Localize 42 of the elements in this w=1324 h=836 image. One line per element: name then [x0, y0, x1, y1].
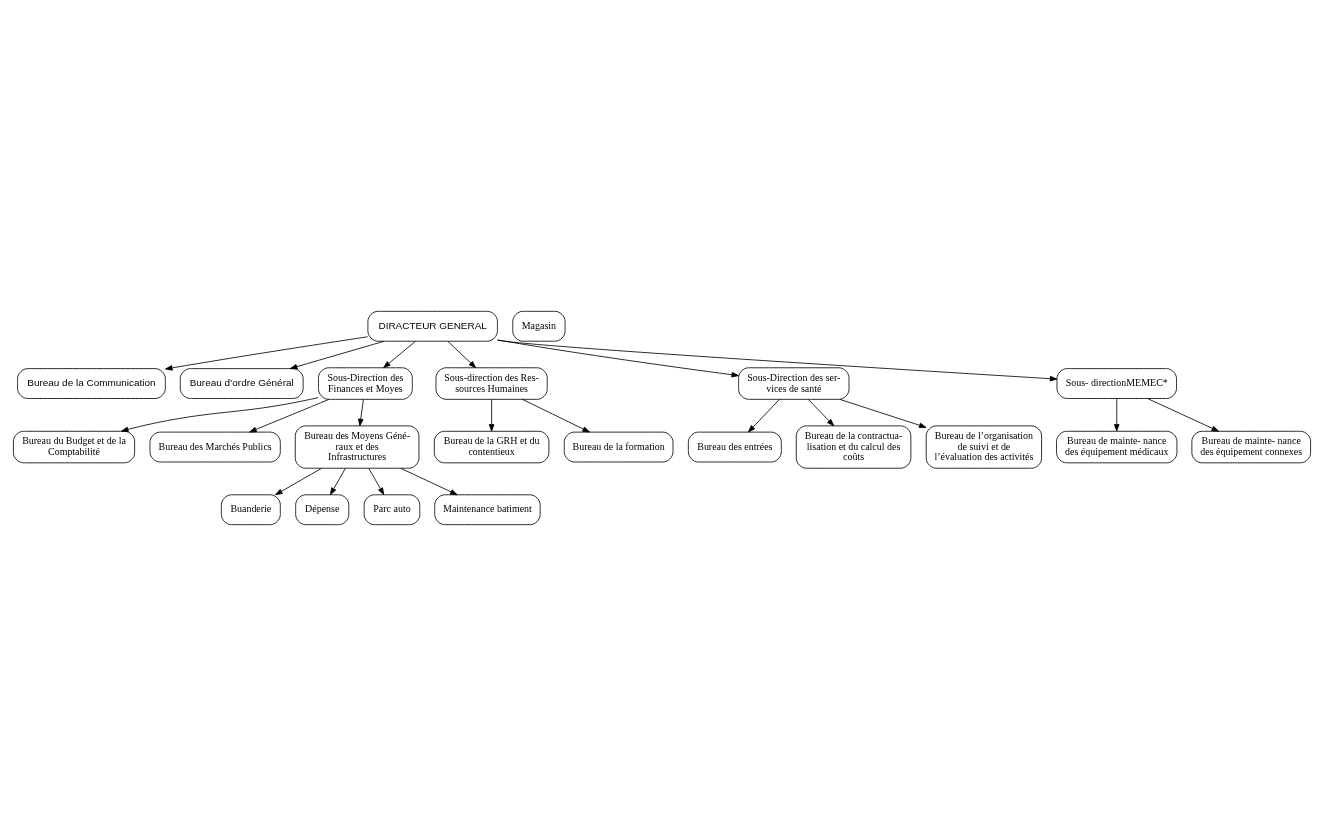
- node-box: Bureau de mainte- nance des équipement connexes: [1191, 430, 1311, 464]
- arrow: [400, 467, 458, 496]
- arrow: [497, 339, 1058, 382]
- arrow: [165, 336, 369, 371]
- arrow: [747, 398, 780, 433]
- node-box: Sous-Direction des ser- vices de santé: [738, 367, 850, 400]
- arrow: [839, 398, 927, 428]
- arrow: [1147, 398, 1220, 432]
- node-box: Bureau de la GRH et du contentieux: [433, 430, 550, 464]
- arrow: [358, 398, 364, 427]
- node-box: Sous-Direction des Finances et Moyes: [318, 367, 413, 400]
- node-box: Bureau des Moyens Géné- raux et des Infrastructures: [294, 425, 420, 469]
- arrow: [121, 397, 319, 433]
- node-box: DIRACTEUR GENERAL: [367, 310, 498, 342]
- arrow: [368, 468, 385, 496]
- node-box: Bureau des Marchés Publics: [149, 431, 281, 463]
- node-box: Sous-direction des Res- sources Humaines: [435, 367, 548, 400]
- arrow: [1114, 398, 1120, 432]
- node-box: Bureau de la formation: [563, 431, 674, 463]
- node-box: Bureau des entrées: [687, 431, 782, 463]
- node-box: Parc auto: [363, 494, 421, 526]
- arrow: [488, 398, 495, 432]
- arrow: [275, 467, 322, 496]
- node-box: Bureau de mainte- nance des équipement médicaux: [1056, 430, 1178, 464]
- arrow: [447, 341, 477, 369]
- arrow: [289, 340, 385, 370]
- arrow: [249, 398, 330, 433]
- node-box: Dépense: [295, 494, 350, 526]
- node-box: Sous- directionMEMEC*: [1056, 368, 1177, 399]
- node-box: Maintenance batiment: [434, 494, 541, 526]
- arrow: [497, 339, 739, 378]
- node-box: Bureau de la Communication: [17, 368, 166, 399]
- arrow: [330, 468, 346, 496]
- node-box: Buanderie: [220, 494, 281, 526]
- arrow: [521, 398, 590, 433]
- arrow: [807, 398, 835, 427]
- node-box: Magasin: [512, 310, 566, 342]
- node-box: Bureau du Budget et de la Comptabilité: [13, 430, 136, 464]
- node-box: Bureau d’ordre Général: [179, 368, 304, 399]
- arrow: [383, 341, 416, 369]
- node-box: Bureau de la contractua- lisation et du calcul des coûts: [795, 425, 912, 469]
- node-box: Bureau de l’organisation de suivi et de l’évaluation des activités: [925, 425, 1042, 469]
